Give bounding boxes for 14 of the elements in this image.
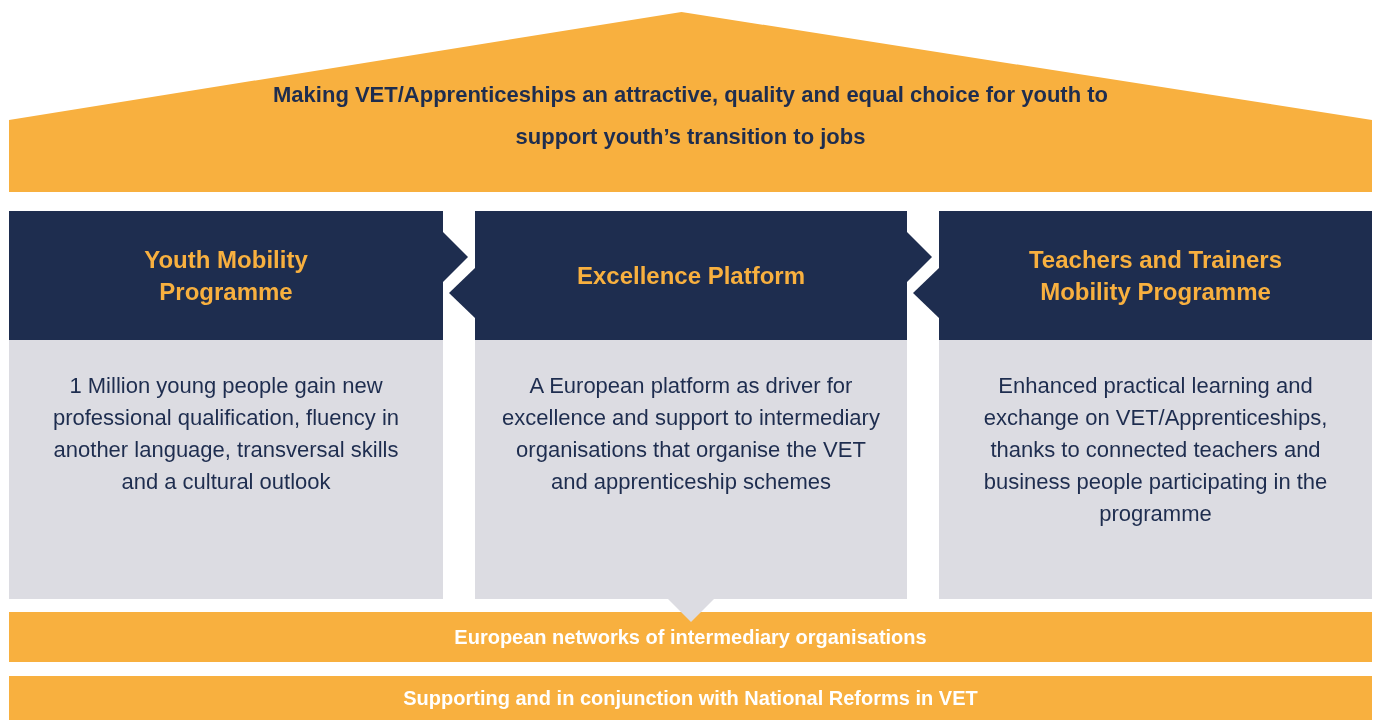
description-panel: 1 Million young people gain new professional qualification, fluency in another language, transversal skills and a cultural outlook bbox=[9, 340, 443, 599]
roof-banner: Making VET/Apprenticeships an attractive, quality and equal choice for youth to support youth’s transition to jobs bbox=[9, 12, 1372, 192]
chevron-arrow bbox=[668, 599, 714, 622]
chevron-arrow bbox=[443, 232, 468, 282]
programme-header: Teachers and Trainers Mobility Programme bbox=[939, 211, 1372, 340]
chevron-arrow bbox=[907, 232, 932, 282]
description-panel: A European platform as driver for excellence and support to intermediary organisations that organise the VET and apprenticeship schemes bbox=[475, 340, 907, 599]
chevron-arrow bbox=[913, 268, 939, 318]
programme-header: Youth Mobility Programme bbox=[9, 211, 443, 340]
description-panel: Enhanced practical learning and exchange on VET/Apprenticeships, thanks to connected teachers and business people participating in the programme bbox=[939, 340, 1372, 599]
foundation-band: European networks of intermediary organisations bbox=[9, 612, 1372, 662]
programme-header: Excellence Platform bbox=[475, 211, 907, 340]
foundation-band: Supporting and in conjunction with National Reforms in VET bbox=[9, 676, 1372, 720]
chevron-arrow bbox=[449, 268, 475, 318]
